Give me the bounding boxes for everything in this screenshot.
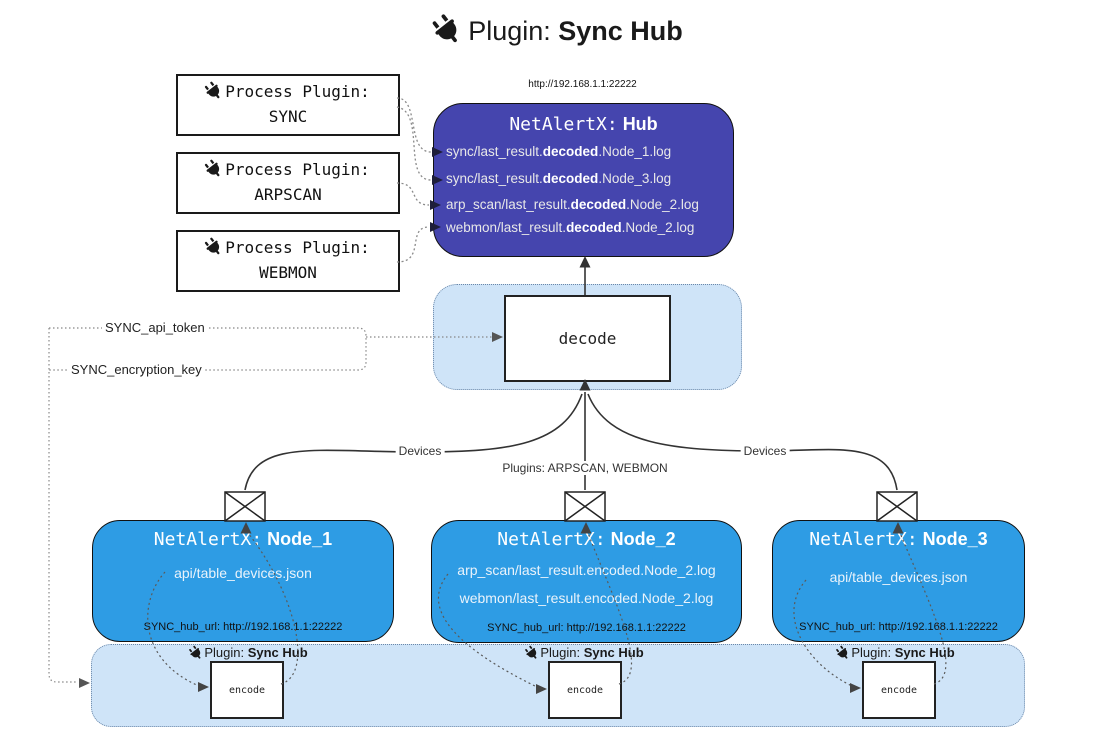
process-plugin-connectors <box>396 97 432 263</box>
node2-box: NetAlertX:Node_2 arp_scan/last_result.en… <box>431 520 742 643</box>
node2-hub-url: SYNC_hub_url: http://192.168.1.1:22222 <box>487 622 686 634</box>
edge-node1-to-decode <box>244 393 583 491</box>
process-plugin-name: ARPSCAN <box>254 185 322 204</box>
edge-label-devices-left: Devices <box>395 444 445 458</box>
decode-box: decode <box>504 295 671 382</box>
hub-log-line: sync/last_result.decoded.Node_1.log <box>446 144 672 159</box>
process-plugin-arpscan: Process Plugin: ARPSCAN <box>176 152 400 214</box>
envelope-icon <box>224 491 266 522</box>
hub-box: NetAlertX:Hub sync/last_result.decoded.N… <box>433 103 734 257</box>
node3-box: NetAlertX:Node_3 api/table_devices.json … <box>772 520 1025 642</box>
hub-title: NetAlertX:Hub <box>509 114 658 135</box>
hub-log-line: sync/last_result.decoded.Node_3.log <box>446 171 672 186</box>
node3-title: NetAlertX:Node_3 <box>809 529 988 550</box>
title-bold: Sync Hub <box>558 16 683 46</box>
decode-label: decode <box>558 329 617 348</box>
process-plugin-label: Process Plugin: <box>206 80 370 105</box>
hub-url: http://192.168.1.1:22222 <box>528 79 637 90</box>
hub-log-line: arp_scan/last_result.decoded.Node_2.log <box>446 197 699 212</box>
envelope-icon <box>564 491 606 522</box>
sync-api-token-label: SYNC_api_token <box>102 320 208 335</box>
process-plugin-label: Process Plugin: <box>206 236 370 261</box>
encode2-box: encode <box>548 661 622 719</box>
edge-label-devices-right: Devices <box>740 444 790 458</box>
node1-hub-url: SYNC_hub_url: http://192.168.1.1:22222 <box>143 621 343 633</box>
process-plugin-name: WEBMON <box>259 263 317 282</box>
encoder-label: Plugin: Sync Hub <box>523 644 644 662</box>
plug-icon <box>202 157 225 180</box>
envelope-icons <box>224 491 918 522</box>
page-title: Plugin: Sync Hub <box>0 16 1117 47</box>
encoder-label: Plugin: Sync Hub <box>187 644 308 662</box>
encoder-label: Plugin: Sync Hub <box>834 644 955 662</box>
encode1-box: encode <box>210 661 284 719</box>
node2-line: arp_scan/last_result.encoded.Node_2.log <box>457 562 716 578</box>
node2-title: NetAlertX:Node_2 <box>497 529 676 550</box>
arrow-into-encode-panel <box>79 678 90 688</box>
hub-log-line: webmon/last_result.decoded.Node_2.log <box>446 220 695 235</box>
node3-hub-url: SYNC_hub_url: http://192.168.1.1:22222 <box>799 621 998 633</box>
sync-encryption-key-label: SYNC_encryption_key <box>68 362 205 377</box>
node2-line: webmon/last_result.encoded.Node_2.log <box>459 590 714 606</box>
edge-node3-to-decode <box>587 393 898 491</box>
process-plugin-sync: Process Plugin: SYNC <box>176 74 400 136</box>
envelope-icon <box>876 491 918 522</box>
process-plugin-name: SYNC <box>268 107 308 126</box>
encode3-box: encode <box>862 661 936 719</box>
plug-icon <box>187 644 204 662</box>
process-plugin-label: Process Plugin: <box>206 158 370 183</box>
node1-title: NetAlertX:Node_1 <box>153 529 333 550</box>
node1-box: NetAlertX:Node_1 api/table_devices.json … <box>92 520 394 642</box>
plug-icon <box>202 235 225 258</box>
plug-icon <box>834 644 851 662</box>
arrow-into-hub <box>579 256 591 268</box>
node3-line: api/table_devices.json <box>829 569 968 585</box>
plug-icon <box>523 644 540 662</box>
plug-icon <box>428 10 467 50</box>
process-plugin-webmon: Process Plugin: WEBMON <box>176 230 400 292</box>
edge-label-plugins: Plugins: ARPSCAN, WEBMON <box>499 461 671 475</box>
title-prefix: Plugin: <box>468 16 559 46</box>
node1-line: api/table_devices.json <box>174 565 312 581</box>
plug-icon <box>202 79 225 102</box>
